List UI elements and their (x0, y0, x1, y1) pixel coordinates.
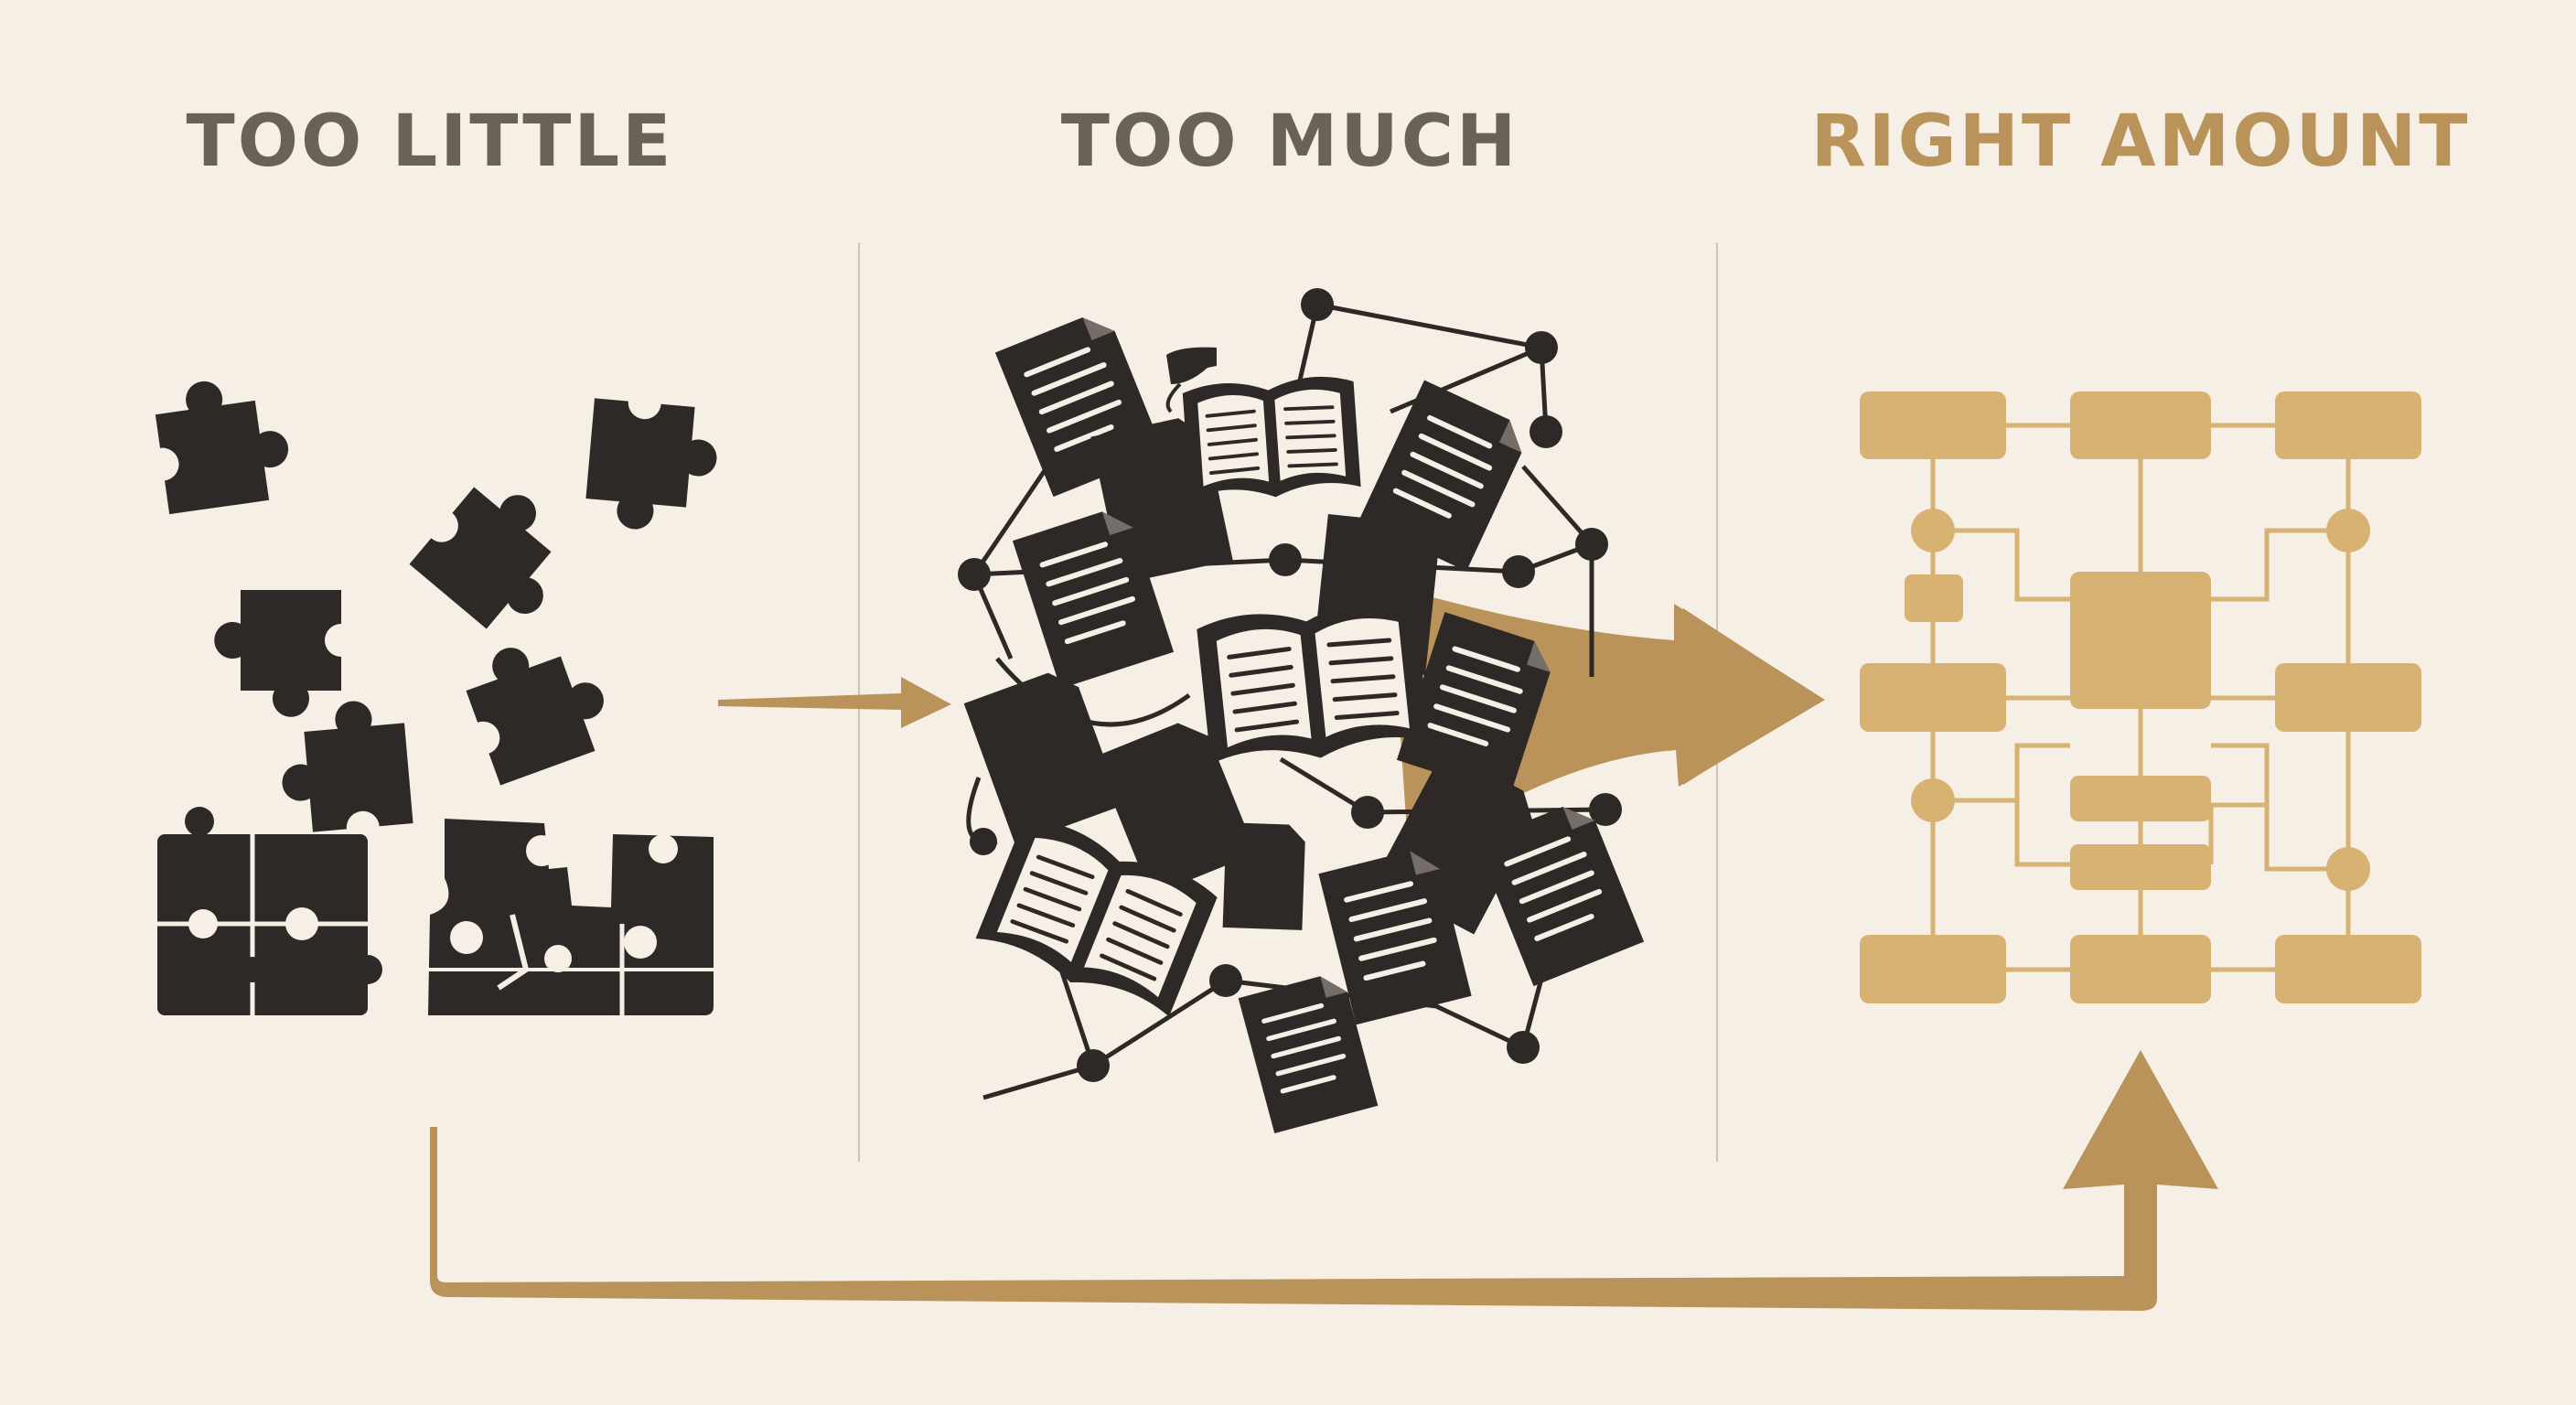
heading-right-amount: RIGHT AMOUNT (1810, 101, 2471, 183)
arrow-to-too-much (718, 677, 951, 728)
arrow-to-right-amount (1683, 608, 1820, 785)
puzzle-pieces-icon (151, 370, 722, 1015)
heading-too-much: TOO MUCH (1060, 101, 1519, 183)
structured-flowchart-icon (1860, 391, 2421, 1003)
heading-too-little: TOO LITTLE (186, 101, 674, 183)
arrow-bottom-to-right-amount (430, 1050, 2218, 1311)
